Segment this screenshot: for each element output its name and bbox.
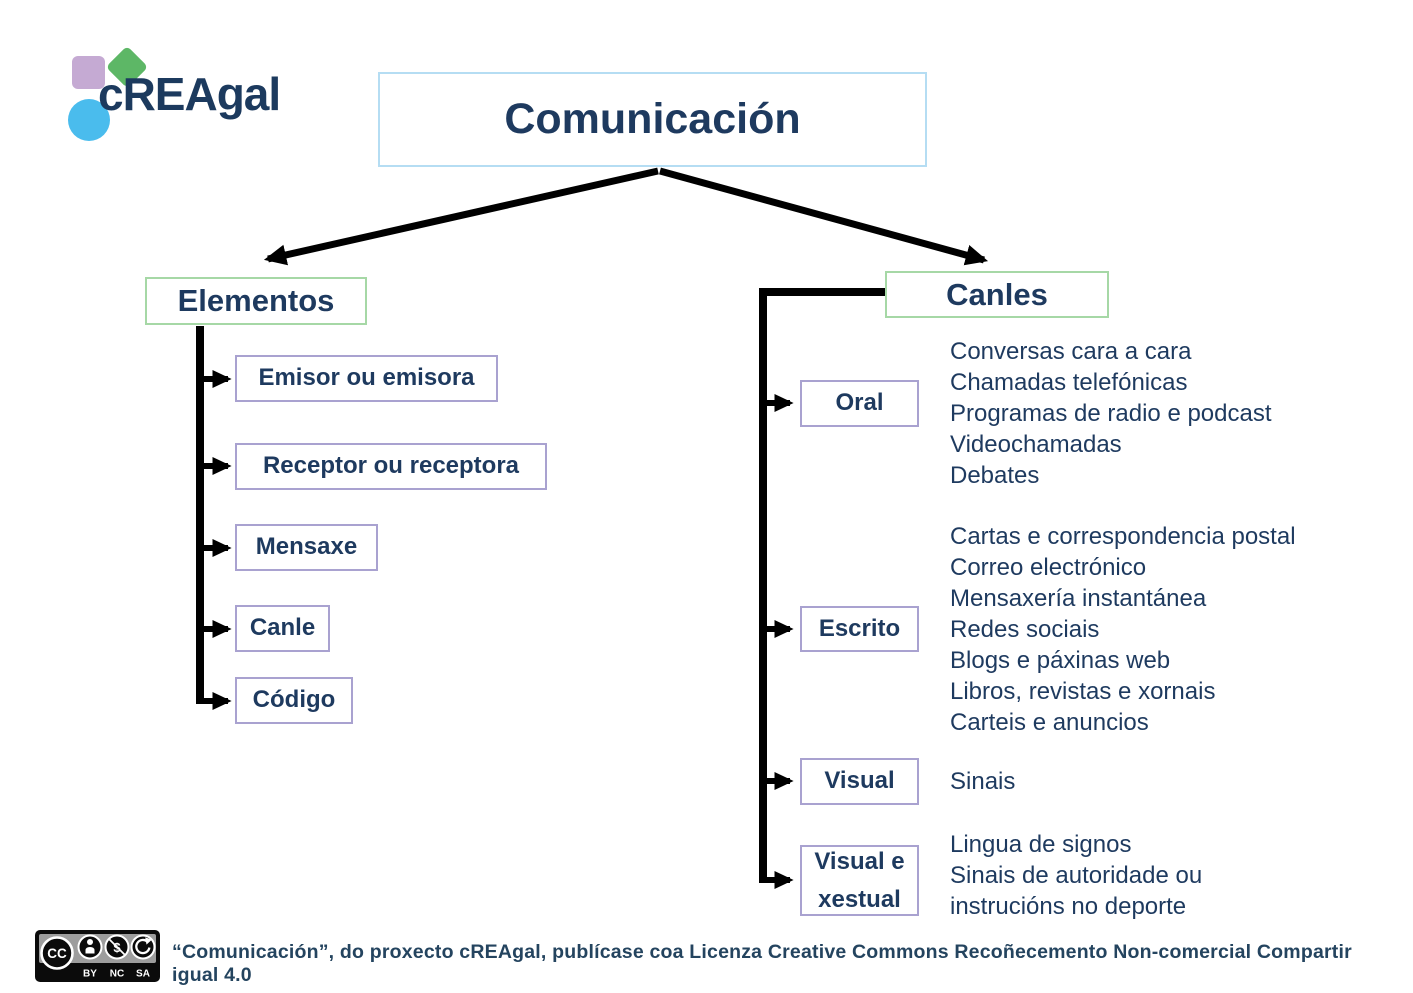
logo: cREAgal: [65, 45, 345, 145]
node-visual-xestual: Visual e xestual: [800, 845, 919, 916]
examples-escrito: Cartas e correspondencia postal Correo e…: [950, 523, 1296, 736]
node-canle: Canle: [235, 605, 330, 652]
by-icon: [77, 934, 103, 960]
node-receptor: Receptor ou receptora: [235, 443, 547, 490]
logo-square-icon: [72, 56, 105, 89]
nc-label: NC: [110, 969, 124, 980]
logo-circle-icon: [68, 99, 110, 141]
license-text: “Comunicación”, do proxecto cREAgal, pub…: [172, 941, 1352, 986]
node-escrito: Escrito: [800, 606, 919, 652]
node-emisor: Emisor ou emisora: [235, 355, 498, 402]
examples-visual-xestual: Lingua de signos Sinais de autoridade ou…: [950, 831, 1203, 920]
by-label: BY: [83, 969, 97, 980]
title-box: Comunicación: [378, 72, 927, 167]
logo-text: cREAgal: [98, 68, 281, 120]
sa-label: SA: [136, 969, 150, 980]
node-mensaxe: Mensaxe: [235, 524, 378, 571]
branch-elementos: Elementos: [145, 277, 367, 325]
node-visual: Visual: [800, 758, 919, 805]
node-oral: Oral: [800, 380, 919, 427]
sa-icon: [130, 934, 156, 960]
branch-canles: Canles: [885, 271, 1109, 318]
examples-oral: Conversas cara a cara Chamadas telefónic…: [950, 338, 1272, 489]
cc-license-badge: CC $ BY NC SA: [35, 930, 160, 982]
nc-icon: $: [104, 934, 130, 960]
svg-text:CC: CC: [47, 946, 67, 961]
node-codigo: Código: [235, 677, 353, 724]
cc-icon: CC: [40, 936, 74, 970]
examples-visual: Sinais: [950, 768, 1016, 795]
